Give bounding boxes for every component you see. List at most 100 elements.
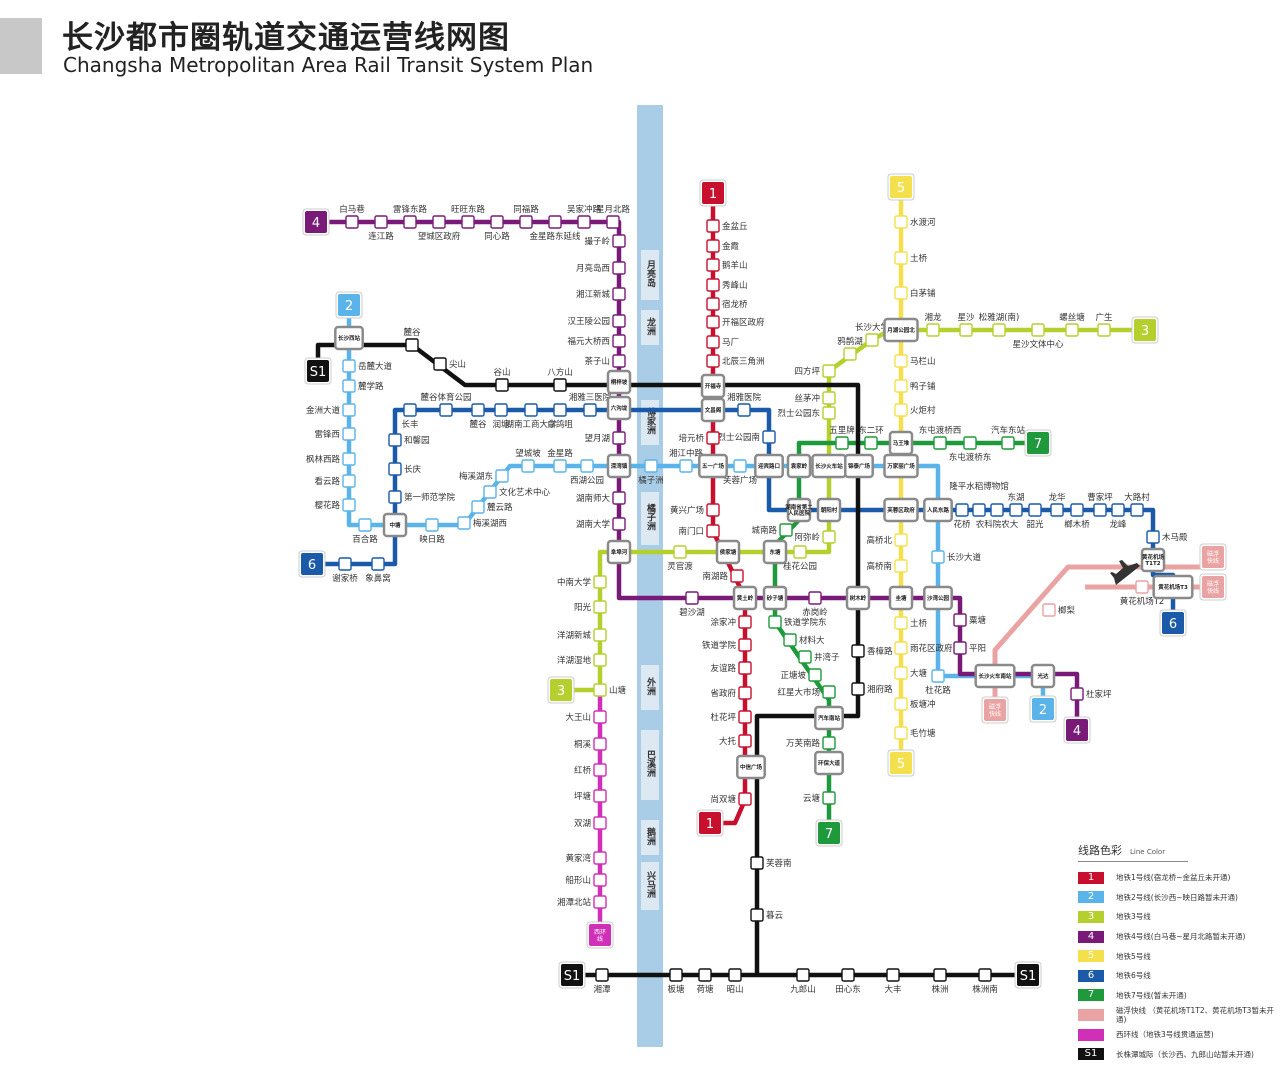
interchange-station — [816, 497, 842, 523]
line-badge-l4[interactable]: 4 — [302, 208, 330, 236]
station-marker — [1028, 503, 1042, 517]
station-label: 大路村 — [1124, 492, 1150, 503]
station-label: 湘江中路 — [669, 448, 704, 459]
line-badge-l3[interactable]: 3 — [547, 676, 575, 704]
station-marker — [886, 968, 900, 982]
station-marker — [822, 736, 836, 750]
line-badge-l1[interactable]: 1 — [699, 179, 727, 207]
station-label: 同心路 — [484, 231, 510, 242]
station-marker — [553, 403, 567, 417]
station-marker — [953, 613, 967, 627]
line-badge-mg[interactable]: 磁浮快线 — [1199, 543, 1227, 571]
station-marker — [673, 545, 687, 559]
line-badge-s1[interactable]: S1 — [1014, 961, 1042, 989]
station-label: 铁道学院 — [702, 640, 737, 651]
station-label: 土桥 — [910, 253, 928, 264]
interchange-label: 锦泰广场 — [848, 462, 871, 470]
station-label: 和馨园 — [404, 436, 430, 446]
line-badge-l4[interactable]: 4 — [1063, 716, 1091, 744]
station-marker — [762, 430, 776, 444]
station-marker — [388, 490, 402, 504]
line-badge-l5[interactable]: 5 — [887, 749, 915, 777]
legend-color-swatch: 6 — [1078, 969, 1104, 982]
station-label: 星沙 — [957, 313, 975, 323]
station-label: 昭山 — [726, 984, 743, 995]
station-marker — [593, 789, 607, 803]
interchange-label: 湖南省第二人民医院 — [785, 503, 813, 517]
line-badge-l7[interactable]: 7 — [815, 819, 843, 847]
interchange-station — [606, 395, 632, 421]
station-label: 月亮岛西 — [576, 263, 610, 274]
line-badge-l7[interactable]: 7 — [1024, 429, 1052, 457]
line-badge-l5[interactable]: 5 — [887, 173, 915, 201]
line-badge-l1[interactable]: 1 — [696, 809, 724, 837]
station-label: 梅溪湖西 — [473, 518, 507, 529]
line-badge-s1[interactable]: S1 — [304, 357, 332, 385]
station-label: 百合路 — [352, 534, 378, 545]
page-subtitle: Changsha Metropolitan Area Rail Transit … — [63, 53, 594, 77]
badge-label-part: 线 — [597, 935, 603, 943]
station-label: 谢家桥 — [332, 573, 358, 584]
station-label: 土桥 — [910, 618, 928, 629]
station-label: 望月湖 — [584, 433, 610, 444]
station-marker — [894, 559, 908, 573]
line-badge-l3[interactable]: 3 — [1131, 316, 1159, 344]
interchange-label: 环保大道 — [818, 759, 841, 767]
legend-item: 磁浮快线 （黄花机场T1T2、黄花机场T3暂未开通) — [1078, 1005, 1280, 1025]
interchange-station — [732, 585, 758, 611]
station-marker — [738, 792, 752, 806]
station-marker — [342, 359, 356, 373]
station-marker — [822, 406, 836, 420]
interchange-station — [715, 539, 741, 565]
station-marker — [1065, 323, 1079, 337]
line-badge-mg[interactable]: 磁浮快线 — [1199, 573, 1227, 601]
interchange-label: 沙湾公园 — [927, 594, 950, 602]
station-marker — [432, 215, 446, 229]
legend-color-swatch: 5 — [1078, 950, 1104, 963]
line-badge-s1[interactable]: S1 — [558, 961, 586, 989]
island-area — [641, 820, 659, 855]
station-label: 株洲南 — [972, 984, 998, 995]
station-marker — [342, 452, 356, 466]
station-label: 撮子岭 — [584, 236, 610, 247]
station-label: 烈士公园东 — [777, 408, 820, 419]
line-badge-l2[interactable]: 2 — [335, 291, 363, 319]
station-label: 福元大桥西 — [567, 336, 610, 347]
station-label: 望城区政府 — [418, 231, 461, 242]
station-marker — [730, 569, 744, 583]
station-marker — [822, 685, 836, 699]
badge-label: 磁浮快线 — [989, 703, 1001, 718]
station-marker — [1031, 323, 1045, 337]
station-label: 金盆丘 — [722, 221, 748, 232]
island-label: 外洲 — [645, 676, 657, 696]
station-marker — [495, 378, 509, 392]
station-label: 第一师范学院 — [404, 492, 456, 503]
station-label: 东屯渡桥东 — [949, 452, 992, 463]
station-marker — [1070, 687, 1084, 701]
line-badge-l6[interactable]: 6 — [1159, 609, 1187, 637]
station-label: 宿龙桥 — [722, 299, 748, 310]
station-marker — [471, 500, 485, 514]
station-marker — [808, 591, 822, 605]
station-marker — [822, 791, 836, 805]
station-marker — [548, 215, 562, 229]
line-badge-mg[interactable]: 磁浮快线 — [981, 696, 1009, 724]
station-marker — [612, 261, 626, 275]
interchange-station — [888, 430, 914, 456]
station-marker — [433, 357, 447, 371]
station-label: 阿弥岭 — [794, 532, 820, 543]
station-label: 白马巷 — [339, 204, 365, 215]
line-badge-l2[interactable]: 2 — [1029, 695, 1057, 723]
station-marker — [583, 403, 597, 417]
island-label: 橘子洲 — [645, 502, 657, 531]
badge-fill — [561, 964, 583, 986]
line-badge-l6[interactable]: 6 — [298, 550, 326, 578]
line-badge-xh[interactable]: 西环线 — [586, 921, 614, 949]
station-marker — [894, 251, 908, 265]
legend-text: 地铁1号线(宿龙桥~金盆丘未开通) — [1116, 873, 1231, 883]
station-label: 培元桥 — [678, 433, 704, 444]
station-marker — [1146, 530, 1160, 544]
